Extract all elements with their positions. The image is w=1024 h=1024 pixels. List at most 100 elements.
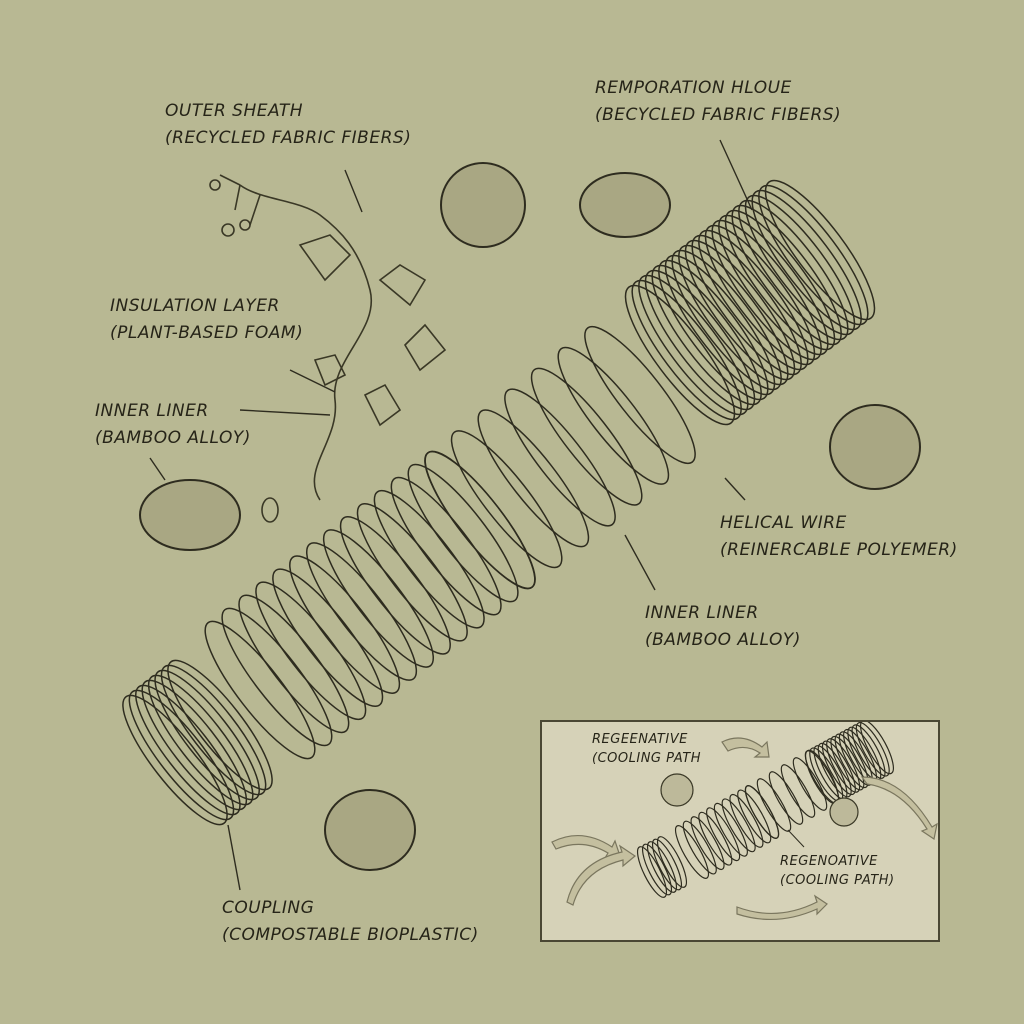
- hose-ring: [407, 463, 519, 603]
- hose-ring: [713, 802, 748, 857]
- label-sub: (COOLING PATH): [780, 873, 895, 888]
- label-sub: (RECYCLED FABRIC FIBERS): [165, 128, 412, 148]
- hose-ring: [671, 249, 782, 391]
- hose-ring: [128, 689, 235, 821]
- label-inner-liner-center: INNER LINER(BAMBOO ALLOY): [645, 600, 801, 654]
- hose-ring: [557, 346, 670, 485]
- hose-ring: [738, 199, 849, 341]
- label-helical-wire: HELICAL WIRE (REINERCABLE POLYEMER): [720, 510, 958, 564]
- hose-ring: [721, 798, 756, 853]
- hose-ring: [646, 841, 678, 893]
- hose-ring: [744, 785, 780, 839]
- label-sub: (COOLING PATH: [592, 751, 701, 766]
- hose-ring: [141, 679, 248, 811]
- hose-ring: [821, 740, 856, 796]
- hose-ring: [834, 733, 869, 789]
- hose-ring: [758, 184, 869, 326]
- hose-ring: [691, 234, 802, 376]
- label-insulation: INSULATION LAYER(PLANT-BASED FOAM): [110, 293, 303, 347]
- hose-ring: [322, 529, 435, 668]
- label-sub: (BECYCLED FABRIC FIBERS): [595, 105, 842, 125]
- hose-ring: [698, 811, 733, 866]
- hose-ring: [706, 807, 741, 862]
- hose-ring: [658, 259, 769, 401]
- hose-ring: [780, 764, 816, 818]
- hose-ring: [768, 771, 804, 825]
- label-title: REGEENATIVE: [592, 732, 688, 747]
- hose-ring: [729, 793, 764, 848]
- hose-ring: [718, 214, 829, 356]
- hose-ring: [731, 204, 842, 346]
- hose-ring: [624, 284, 736, 426]
- label-title: INNER LINER: [645, 603, 759, 623]
- label-outer-sheath: OUTER SHEATH (RECYCLED FABRIC FIBERS): [165, 98, 411, 152]
- hose-ring: [289, 555, 401, 694]
- inset-illustration: [551, 722, 938, 921]
- hose-ring: [724, 209, 836, 351]
- label-title: INNER LINER: [95, 401, 209, 421]
- hose-ring: [656, 836, 688, 888]
- vine-illustration: [209, 174, 447, 523]
- filter-discs: [139, 162, 921, 871]
- hose-ring: [641, 843, 673, 896]
- hose-ring: [631, 279, 742, 421]
- label-remporation: REMPORATION HLOUE (BECYCLED FABRIC FIBERS…: [595, 75, 841, 129]
- hose-ring: [160, 664, 267, 796]
- label-title: HELICAL WIRE: [720, 513, 847, 533]
- hose-ring: [147, 674, 254, 806]
- hose-ring: [651, 838, 683, 891]
- hose-ring: [792, 757, 828, 811]
- label-title: REMPORATION HLOUE: [595, 78, 792, 98]
- hose-ring: [678, 244, 789, 386]
- label-sub: (BAMBOO ALLOY): [95, 428, 251, 448]
- hose-ring: [690, 816, 725, 871]
- hose-ring: [751, 189, 862, 331]
- hose-ring: [737, 789, 772, 844]
- hose-ring: [272, 568, 384, 708]
- hose-ring: [339, 516, 451, 655]
- label-title: REGENOATIVE: [780, 854, 878, 869]
- hose-ring: [255, 581, 367, 721]
- hose-ring: [764, 179, 876, 321]
- hose-ring: [711, 219, 822, 361]
- hose-ring: [390, 476, 502, 616]
- hose-ring: [860, 722, 894, 775]
- hose-ring: [674, 825, 710, 879]
- hose-ring: [477, 409, 590, 548]
- hose-ring: [684, 239, 796, 381]
- hose-ring: [530, 367, 643, 506]
- hose-ring: [636, 846, 668, 898]
- label-title: COUPLING: [222, 898, 315, 918]
- hose-ring: [826, 738, 861, 793]
- hose-ring: [830, 735, 865, 791]
- hose-ring: [221, 607, 333, 747]
- hose-ring: [744, 785, 780, 839]
- label-title: OUTER SHEATH: [165, 101, 304, 121]
- hose-ring: [744, 194, 856, 336]
- hose-ring: [154, 669, 260, 801]
- hose-ring: [855, 722, 890, 777]
- inset-label-top: REGEENATIVE (COOLING PATH: [592, 730, 701, 768]
- hose-ring: [644, 269, 756, 411]
- hose-ring: [651, 264, 762, 406]
- hose-ring: [167, 659, 273, 791]
- label-inner-liner-left: INNER LINER (BAMBOO ALLOY): [95, 398, 251, 452]
- hose-ring: [817, 742, 852, 798]
- hose-ring: [135, 684, 241, 816]
- inset-panel: REGEENATIVE (COOLING PATH REGENOATIVE (COO…: [540, 720, 940, 942]
- hose-ring: [424, 450, 536, 590]
- hose-ring: [664, 254, 776, 396]
- label-sub: (COMPOSTABLE BIOPLASTIC): [222, 925, 479, 945]
- hose-ring: [704, 224, 816, 366]
- leader-arrows: [149, 139, 753, 891]
- label-sub: (REINERCABLE POLYEMER): [720, 540, 958, 560]
- hose-ring: [698, 229, 809, 371]
- hose-ring: [504, 388, 616, 527]
- hose-ring: [682, 820, 717, 875]
- hose-ring: [356, 502, 468, 642]
- label-coupling: COUPLING (COMPOSTABLE BIOPLASTIC): [222, 895, 479, 949]
- hose-assembly: [122, 179, 876, 826]
- label-sub: (PLANT-BASED FOAM): [110, 323, 304, 343]
- inset-label-bottom: REGENOATIVE (COOLING PATH): [780, 852, 895, 890]
